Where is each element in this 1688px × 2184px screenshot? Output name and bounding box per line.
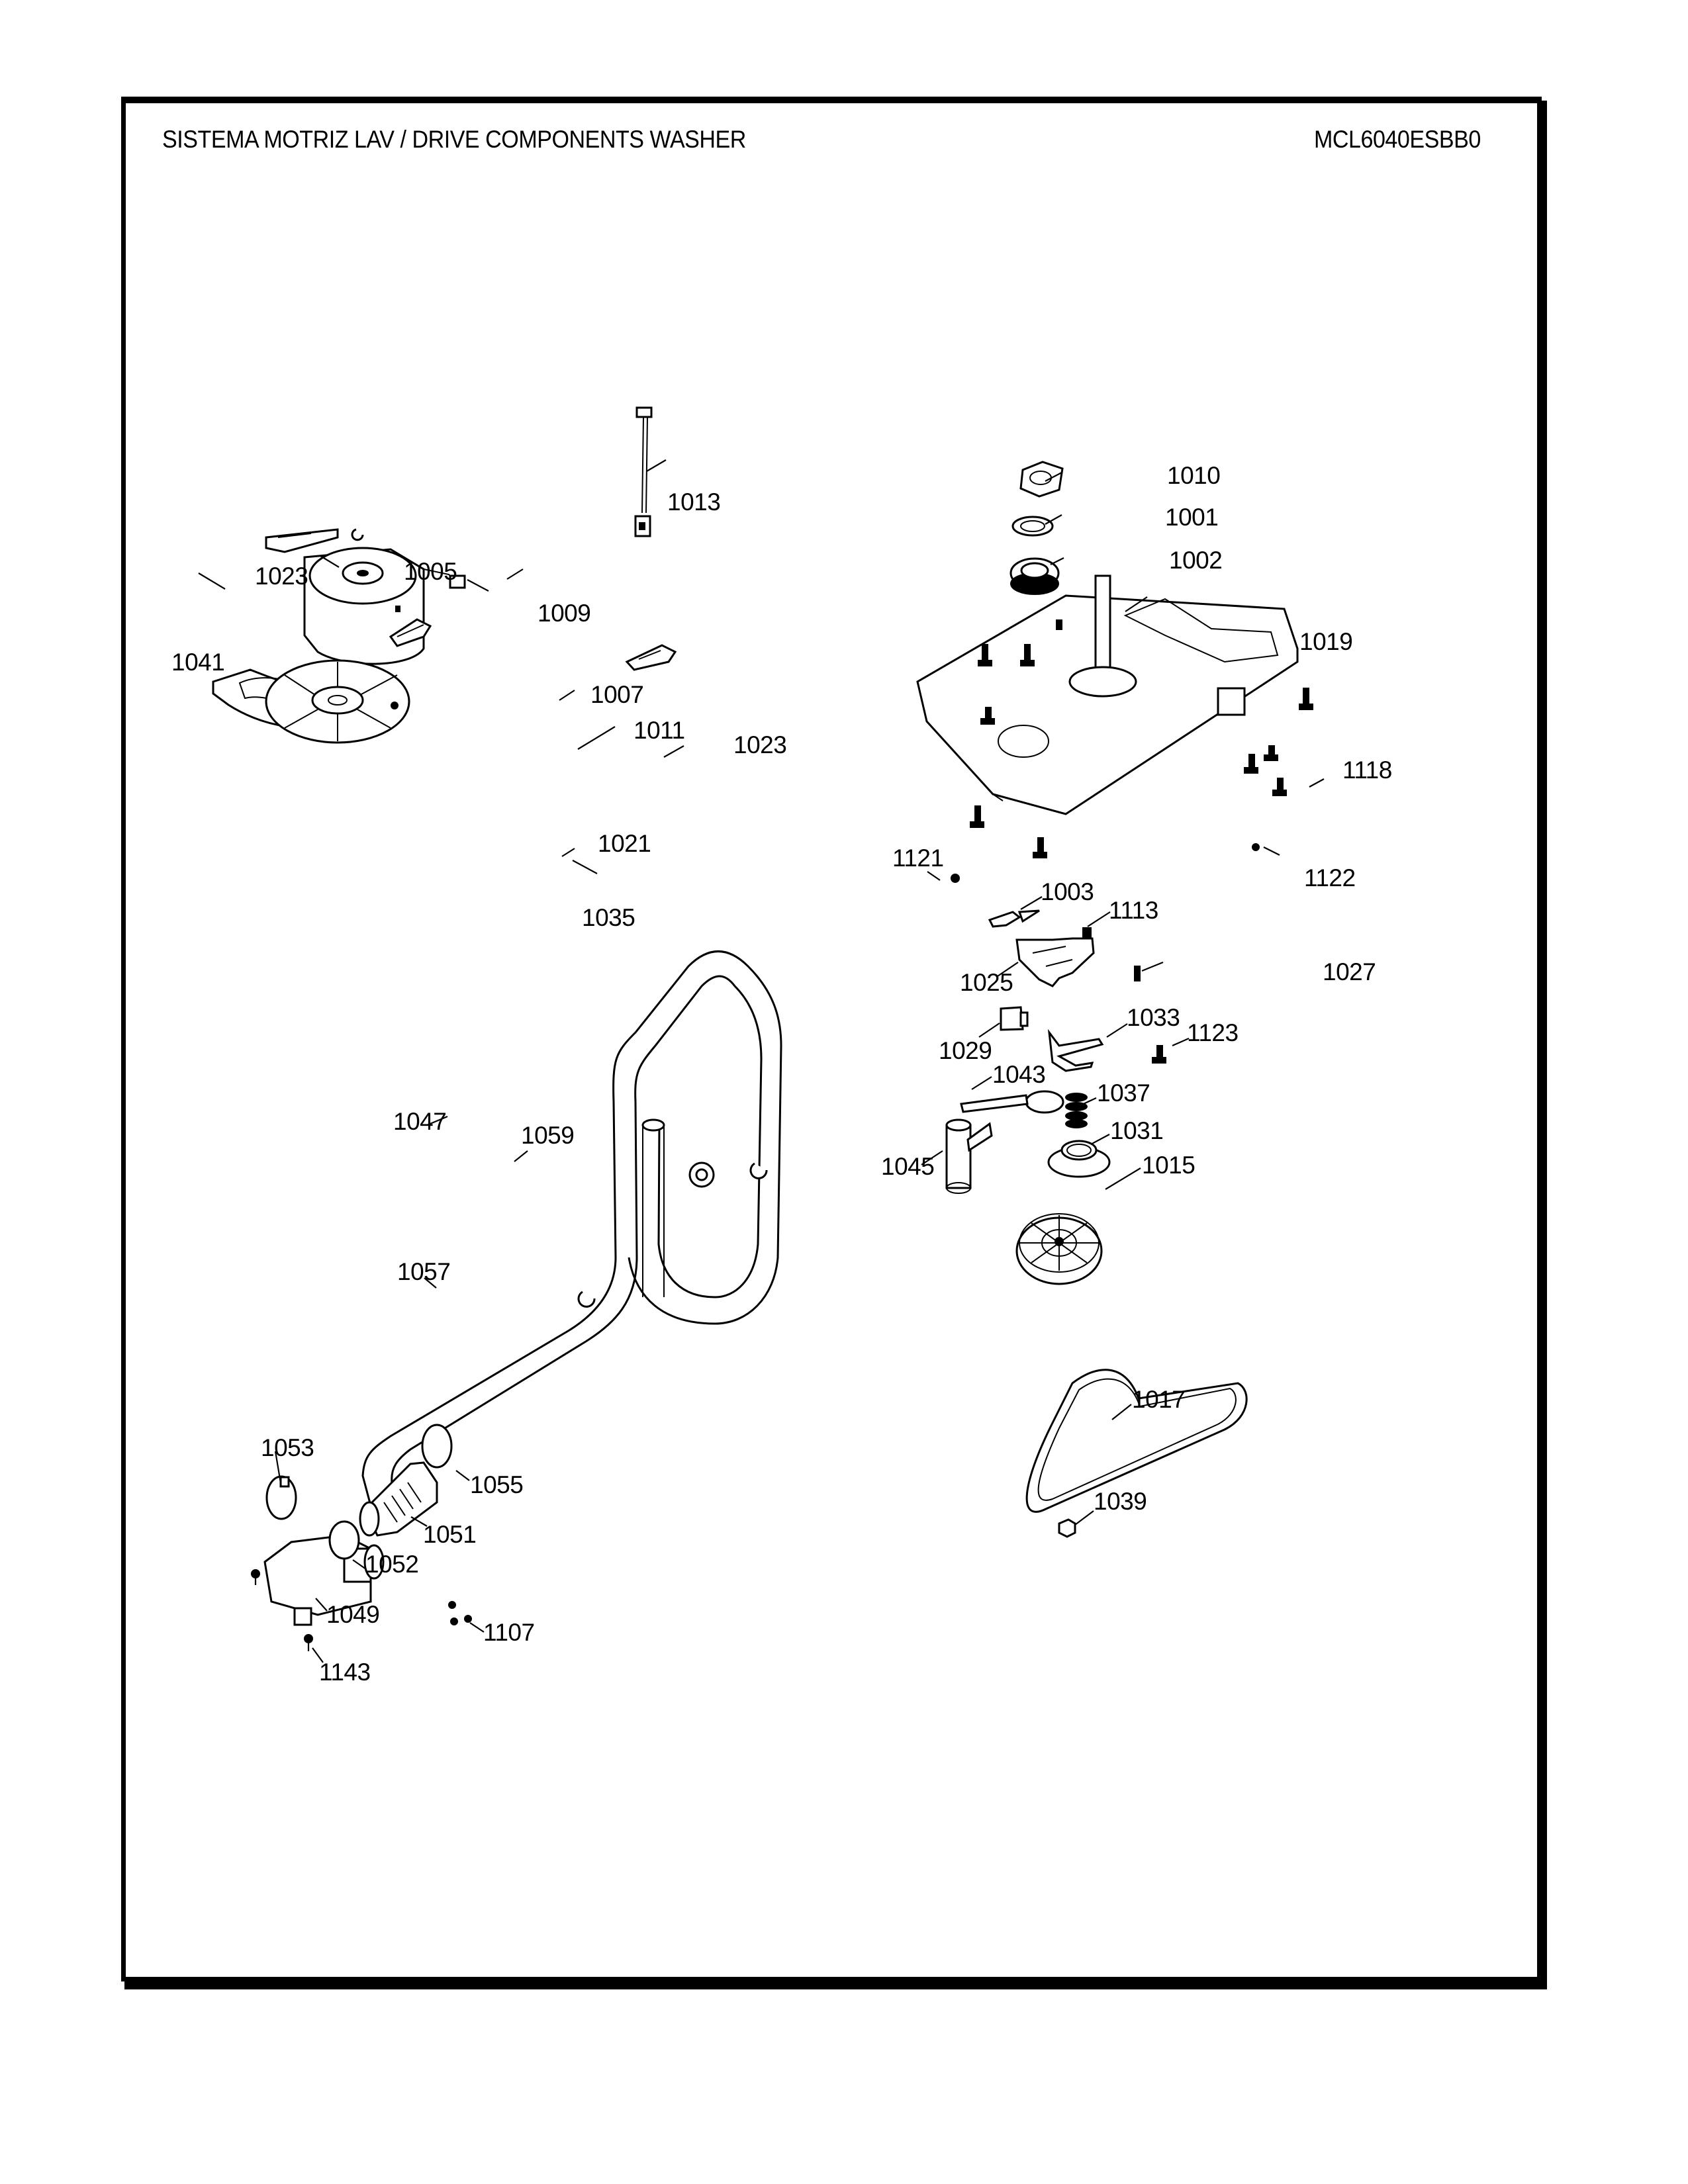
coupling-gear-icon[interactable] — [1047, 1140, 1111, 1178]
callout-label: 1031 — [1110, 1117, 1164, 1144]
drain-hose-icon[interactable] — [361, 950, 782, 1507]
hose-clip-icon[interactable] — [749, 1162, 768, 1179]
callout-label: 1029 — [939, 1037, 992, 1064]
mounting-plate-icon[interactable] — [916, 574, 1299, 815]
callout-label: 1047 — [393, 1108, 447, 1135]
hex-nut-icon[interactable] — [1019, 461, 1064, 498]
screw-icon[interactable] — [448, 1601, 456, 1609]
callout-label: 1002 — [1169, 547, 1223, 574]
hose-clip-icon[interactable] — [577, 1291, 596, 1308]
hose-clamp-icon[interactable] — [265, 1475, 297, 1520]
callout-label: 1043 — [992, 1061, 1046, 1088]
callout-label: 1013 — [667, 488, 721, 516]
pulley-nut-icon[interactable] — [1058, 1518, 1076, 1538]
pulley-icon[interactable] — [1015, 1213, 1103, 1285]
hose-retainer-icon[interactable] — [688, 1161, 715, 1188]
callout-label: 1107 — [483, 1619, 535, 1646]
spring-icon[interactable] — [1134, 966, 1141, 981]
callout-label: 1045 — [881, 1153, 935, 1180]
hose-clamp-icon[interactable] — [328, 1520, 360, 1560]
capacitor-icon[interactable] — [945, 1118, 993, 1194]
strap-clamp-icon[interactable] — [960, 1090, 1064, 1114]
shifter-assembly-icon[interactable] — [1015, 937, 1095, 987]
small-nut-icon[interactable] — [391, 702, 399, 709]
callout-label: 1052 — [365, 1551, 419, 1578]
callout-label: 1003 — [1041, 878, 1094, 905]
screw-icon[interactable] — [951, 874, 960, 883]
callout-label: 1049 — [326, 1601, 380, 1628]
model-number: MCL6040ESBB0 — [1314, 126, 1481, 153]
callout-label: 1025 — [960, 969, 1013, 996]
callout-label: 1021 — [598, 830, 651, 857]
callout-label: 1059 — [521, 1122, 575, 1149]
page-border-shadow-bottom — [124, 1981, 1546, 1989]
callout-label: 1027 — [1323, 958, 1376, 985]
page-border — [121, 97, 1542, 1981]
callout-label: 1033 — [1127, 1004, 1180, 1031]
fan-icon[interactable] — [265, 659, 410, 744]
screw-icon[interactable] — [304, 1634, 313, 1651]
callout-label: 1010 — [1167, 462, 1221, 489]
screw-icon[interactable] — [1056, 619, 1062, 630]
pad-icon[interactable] — [625, 644, 677, 671]
callout-label: 1037 — [1097, 1079, 1150, 1107]
bracket-clip-icon[interactable] — [988, 909, 1040, 928]
callout-label: 1143 — [319, 1659, 371, 1686]
callout-label: 1015 — [1142, 1152, 1196, 1179]
callout-label: 1009 — [538, 600, 591, 627]
screw-icon[interactable] — [1264, 745, 1278, 761]
screw-icon[interactable] — [1152, 1045, 1166, 1064]
wire-clip-icon[interactable] — [351, 528, 364, 541]
actuator-icon[interactable] — [1000, 1006, 1029, 1031]
pad-icon[interactable] — [265, 528, 339, 553]
screw-icon[interactable] — [1020, 644, 1035, 666]
motor-bracket-icon[interactable] — [389, 618, 432, 647]
screw-icon[interactable] — [1272, 778, 1287, 796]
page-border-shadow-right — [1542, 101, 1547, 1989]
screw-icon[interactable] — [464, 1615, 472, 1623]
screw-icon[interactable] — [1252, 843, 1260, 851]
callout-label: 1019 — [1299, 628, 1353, 655]
washer-ring-icon[interactable] — [1011, 516, 1054, 537]
screw-icon[interactable] — [251, 1569, 260, 1585]
callout-label: 1051 — [423, 1521, 477, 1548]
callout-label: 1005 — [404, 558, 457, 585]
callout-label: 1053 — [261, 1434, 314, 1461]
callout-label: 1007 — [590, 681, 644, 708]
screw-icon[interactable] — [970, 805, 984, 828]
callout-label: 1057 — [397, 1258, 451, 1285]
bellows-hose-icon[interactable] — [359, 1461, 438, 1537]
screw-icon[interactable] — [1033, 837, 1047, 858]
callout-label: 1123 — [1187, 1019, 1239, 1046]
screw-icon[interactable] — [1299, 688, 1313, 710]
drive-belt-icon[interactable] — [1025, 1369, 1248, 1513]
bearing-seal-icon[interactable] — [1009, 557, 1060, 595]
diagram-title: SISTEMA MOTRIZ LAV / DRIVE COMPONENTS WA… — [162, 126, 746, 153]
small-clip-icon[interactable] — [395, 606, 400, 612]
callout-label: 1011 — [633, 717, 685, 744]
callout-label: 1041 — [171, 649, 225, 676]
screw-icon[interactable] — [450, 1617, 458, 1625]
screw-icon[interactable] — [978, 644, 992, 666]
callout-label: 1113 — [1109, 897, 1158, 924]
callout-label: 1035 — [582, 904, 635, 931]
callout-label: 1001 — [1165, 504, 1219, 531]
screw-icon[interactable] — [980, 707, 995, 725]
callout-label: 1039 — [1094, 1488, 1147, 1515]
callout-label: 1017 — [1132, 1386, 1186, 1413]
callout-label: 1121 — [892, 844, 944, 872]
coil-spring-icon[interactable] — [1065, 1093, 1088, 1128]
hose-clamp-icon[interactable] — [421, 1424, 453, 1469]
callout-label: 1023 — [255, 563, 308, 590]
callout-label: 1023 — [733, 731, 787, 758]
screw-icon[interactable] — [1244, 754, 1258, 774]
leader-lines — [198, 459, 1325, 1663]
callout-label: 1122 — [1304, 864, 1356, 891]
callout-label: 1055 — [470, 1471, 524, 1498]
sensor-harness-icon[interactable] — [634, 406, 653, 537]
callout-label: 1118 — [1342, 756, 1392, 784]
shift-fork-icon[interactable] — [1047, 1028, 1104, 1072]
